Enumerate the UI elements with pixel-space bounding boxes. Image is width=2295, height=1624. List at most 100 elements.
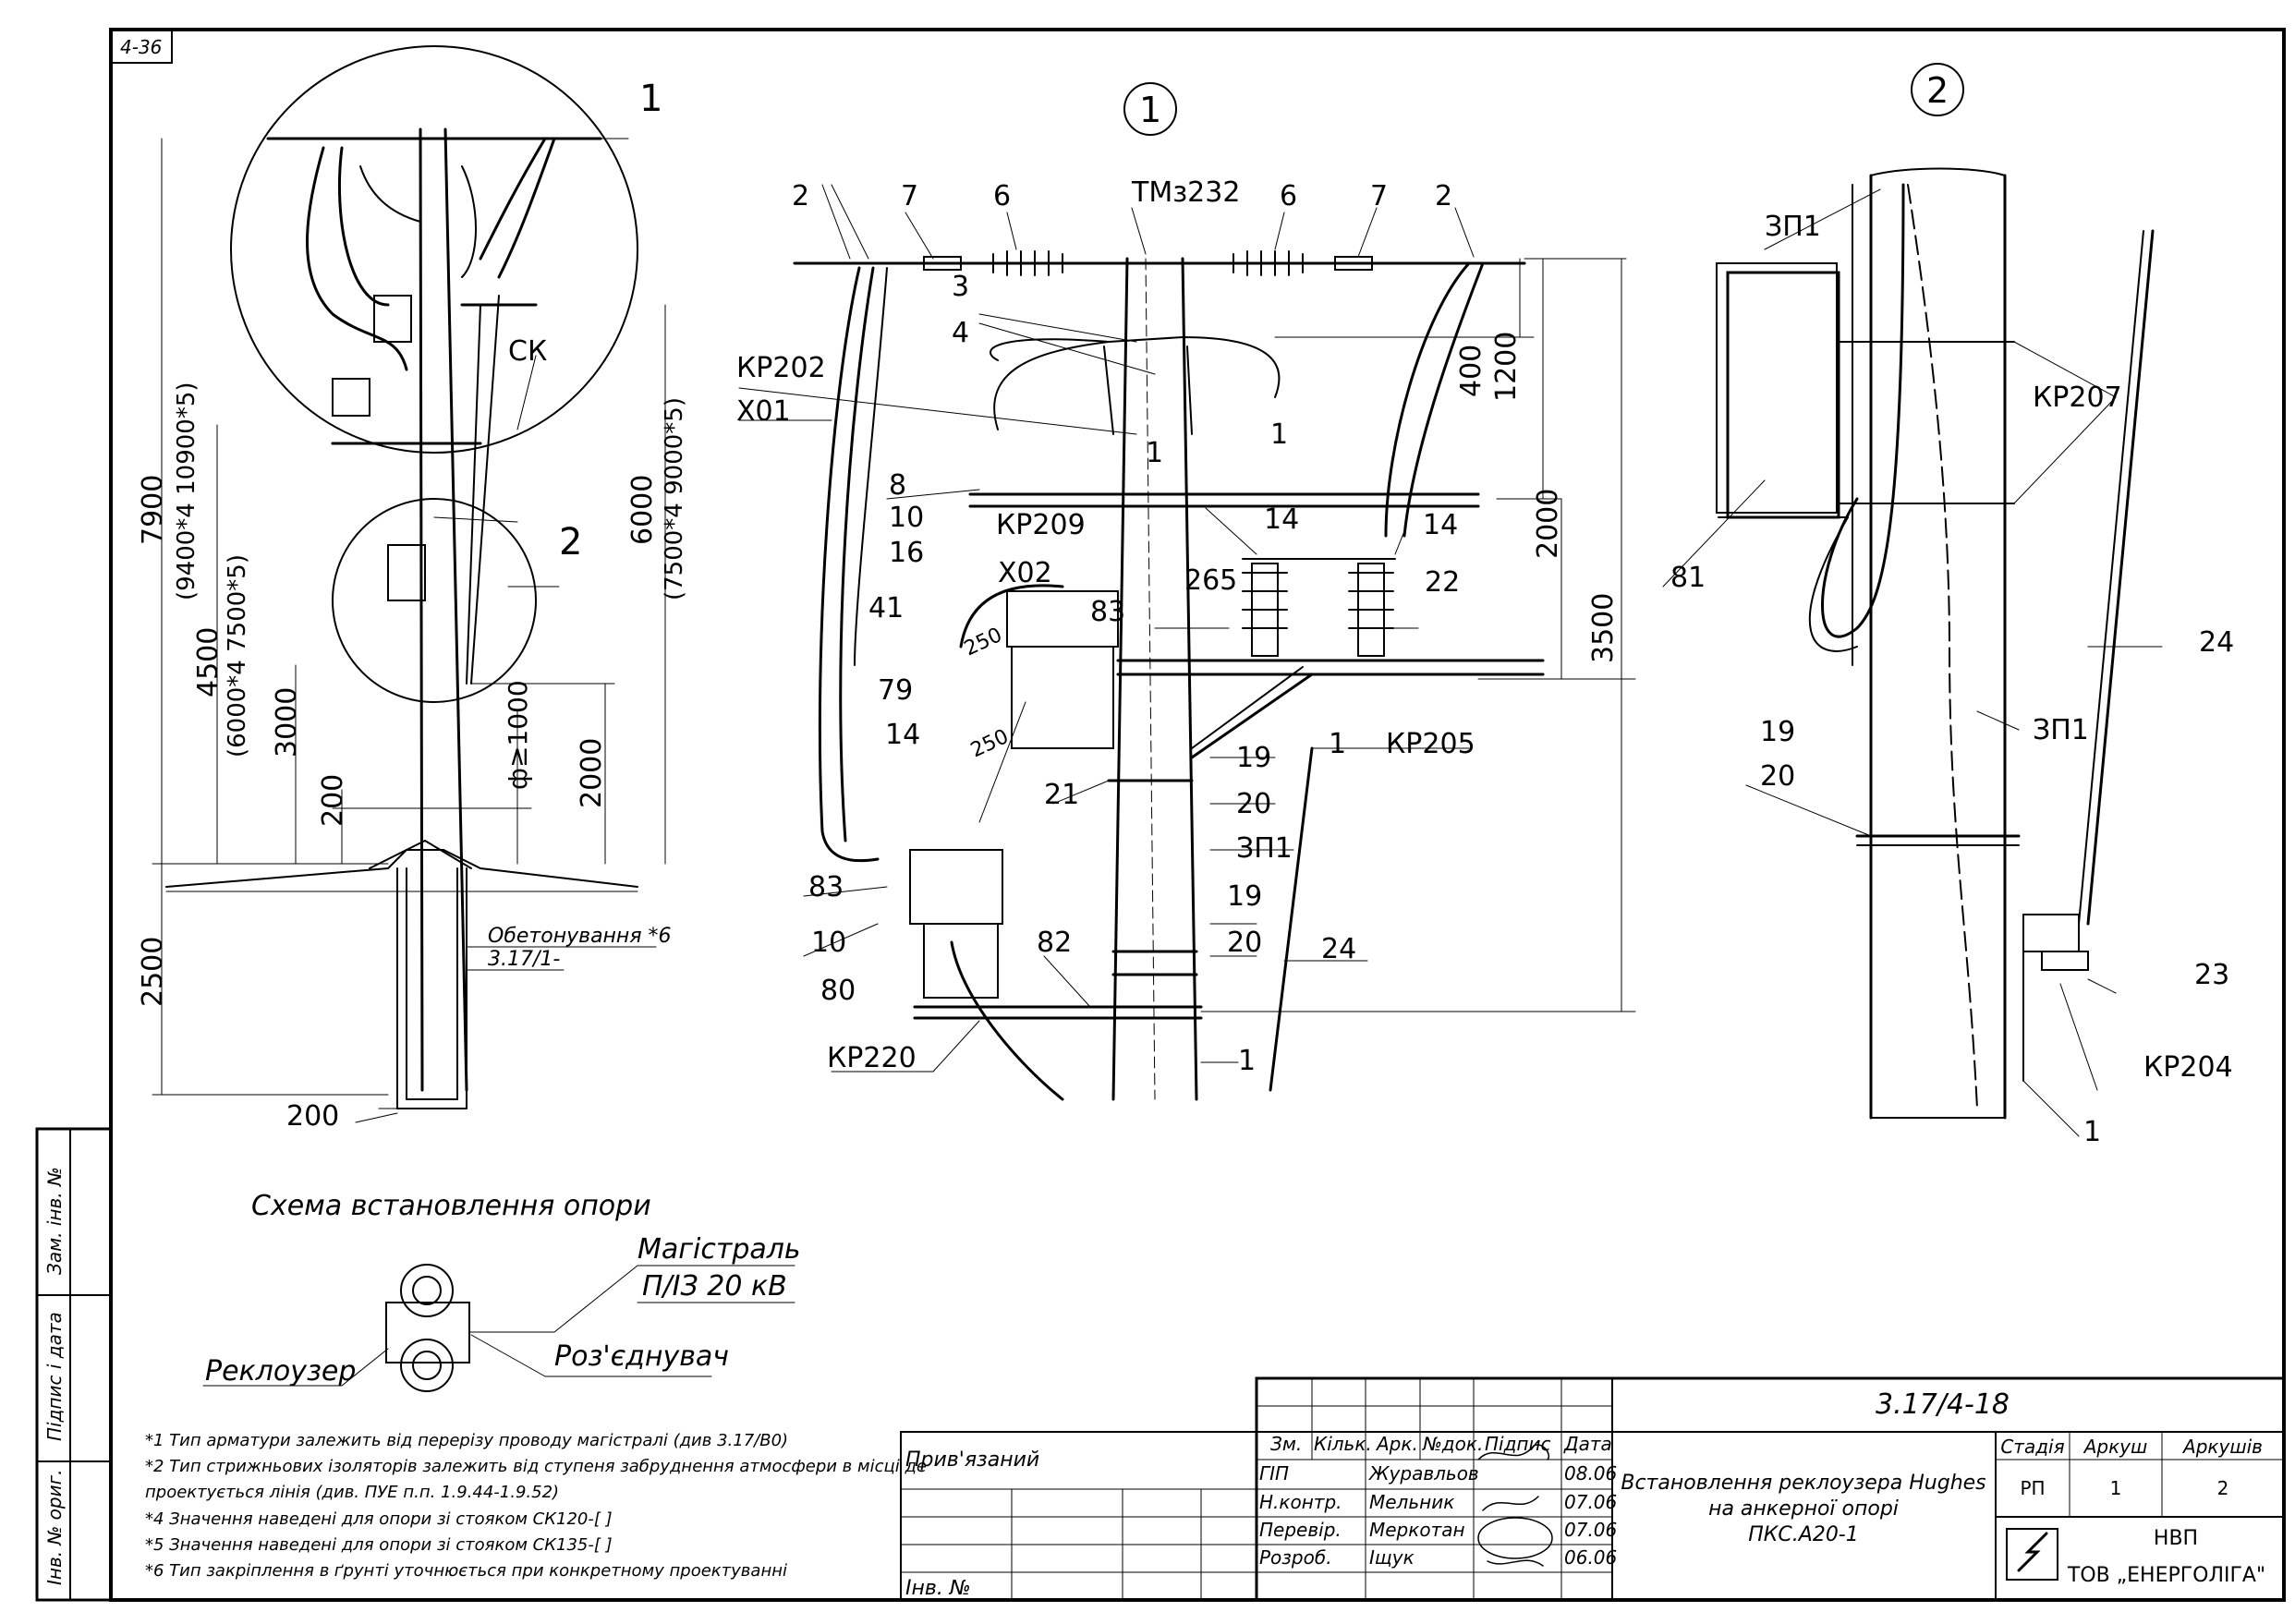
v2-label-23: 23 (2194, 959, 2229, 991)
title-block (1255, 1376, 2286, 1602)
v1-label-79: 79 (878, 674, 913, 707)
note-2b: проектується лінія (див. ПУЕ п.п. 1.9.44… (145, 1483, 559, 1502)
v1-label-14a: 14 (1264, 503, 1299, 536)
tb-date-1: 07.06 (1564, 1491, 1617, 1513)
v1-label-20a: 20 (1236, 788, 1271, 820)
v1-label-3: 3 (952, 271, 969, 303)
v1-label-83b: 83 (808, 871, 844, 903)
tb-org-1: НВП (2154, 1527, 2198, 1550)
left-stamp: Зам. інв. № Підпис і дата Інв. № ориг. (35, 1127, 113, 1602)
tb-sheet-h: Аркуш (2082, 1436, 2148, 1458)
v1-label-4: 4 (952, 317, 969, 349)
notes: *1 Тип арматури залежить від перерізу пр… (145, 1431, 927, 1581)
v2-label-zp1a: ЗП1 (1765, 211, 1821, 243)
dim-200b: 200 (286, 1100, 339, 1133)
dim-2500: 2500 (137, 937, 169, 1007)
scheme-title: Схема встановлення опори (251, 1190, 651, 1222)
v2-label-zp1b: ЗП1 (2033, 714, 2089, 746)
view-2-marker (1911, 63, 1964, 116)
tb-date-0: 08.06 (1564, 1462, 1617, 1485)
v1-label-24: 24 (1321, 933, 1356, 965)
sheet-code-box (110, 29, 173, 64)
view-1-marker (1123, 82, 1177, 136)
v2-label-20: 20 (1760, 760, 1795, 793)
v1-label-1d: 1 (1238, 1045, 1256, 1077)
v1-label-265: 265 (1184, 564, 1237, 597)
signature-4 (1487, 1559, 1544, 1567)
tb-title-3: ПКС.А20-1 (1748, 1523, 1859, 1546)
tb-name-0: Журавльов (1367, 1462, 1479, 1485)
v1-label-250a: 250 (961, 624, 1006, 661)
v1-label-2a: 2 (792, 180, 809, 212)
stamp-signature-date: Підпис і дата (43, 1312, 66, 1441)
sheet-code: 4-36 (120, 36, 162, 58)
v1-label-tm: ТМз232 (1131, 176, 1240, 209)
v1-label-1b: 1 (1270, 418, 1288, 451)
view-2-drawing (1662, 63, 2163, 1137)
tb-h-kilk: Кільк. (1314, 1433, 1372, 1455)
v1-label-82: 82 (1037, 927, 1072, 959)
v1-dim-2000: 2000 (1532, 489, 1564, 559)
scheme-disconnector: Роз'єднувач (554, 1340, 729, 1373)
stamp-orig-inv: Інв. № ориг. (43, 1470, 66, 1585)
dim-7500: (7500*4 9000*5) (661, 397, 688, 600)
tb-h-pidpys: Підпис (1485, 1433, 1551, 1455)
tb-name-1: Мельник (1369, 1491, 1454, 1513)
tb-date-3: 06.06 (1564, 1546, 1617, 1569)
tb-role-3: Розроб. (1259, 1546, 1332, 1569)
note-1: *1 Тип арматури залежить від перерізу пр… (145, 1431, 788, 1450)
pole-elevation (152, 45, 666, 1123)
note-4: *4 Значення наведені для опори зі стояко… (145, 1509, 613, 1529)
v2-label-kr204: КР204 (2143, 1051, 2233, 1084)
v1-label-22: 22 (1425, 566, 1460, 599)
elev-label-ck: СК (508, 335, 547, 368)
tb-name-2: Меркотан (1369, 1519, 1465, 1541)
tb-sheets: 2 (2217, 1477, 2229, 1499)
v2-label-24: 24 (2199, 626, 2234, 659)
v1-label-10a: 10 (889, 502, 924, 534)
dim-3000: 3000 (271, 687, 303, 757)
logo-bolt-icon (2017, 1532, 2048, 1572)
v1-label-kr202: КР202 (736, 352, 826, 384)
v1-title: 1 (1139, 90, 1161, 130)
v1-label-1c: 1 (1329, 728, 1346, 760)
tb-h-ark: Арк. (1375, 1433, 1418, 1455)
v1-label-10b: 10 (811, 927, 846, 959)
tb-sheet: 1 (2110, 1477, 2122, 1499)
detail-circle-1 (230, 45, 638, 454)
bind-inv: Інв. № (905, 1577, 971, 1600)
v1-label-zp1: ЗП1 (1236, 832, 1293, 865)
elev-callout-1: 1 (639, 78, 662, 120)
v1-label-19a: 19 (1236, 742, 1271, 774)
note-2: *2 Тип стрижньових ізоляторів залежить в… (145, 1457, 927, 1476)
v1-label-x02: Х02 (998, 557, 1052, 589)
v1-label-16: 16 (889, 537, 924, 569)
tb-h-zm: Зм. (1270, 1433, 1302, 1455)
installation-scheme (202, 1264, 795, 1392)
v2-label-19: 19 (1760, 716, 1795, 748)
tb-org-2: ТОВ „ЕНЕРГОЛІГА" (2067, 1564, 2265, 1587)
tb-role-2: Перевір. (1259, 1519, 1342, 1541)
v2-label-kr207: КР207 (2033, 382, 2122, 414)
v1-label-14b: 14 (1423, 509, 1458, 541)
v2-label-81: 81 (1670, 562, 1706, 594)
view-1-drawing (738, 82, 1636, 1101)
tb-role-0: ГІП (1259, 1462, 1289, 1485)
note-6: *6 Тип закріплення в ґрунті уточнюється … (145, 1561, 787, 1581)
dim-6000: 6000 (626, 475, 659, 545)
tb-role-1: Н.контр. (1259, 1491, 1342, 1513)
scheme-line-spec: П/ІЗ 20 кВ (642, 1270, 787, 1303)
v1-label-7a: 7 (901, 180, 918, 212)
stamp-zam-inv: Зам. інв. № (43, 1167, 66, 1275)
detail-circle-2 (332, 498, 537, 703)
tb-date-2: 07.06 (1564, 1519, 1617, 1541)
v1-label-250b: 250 (967, 725, 1013, 762)
concrete-label: Обетонування *6 (488, 925, 672, 948)
v1-label-x01: Х01 (736, 395, 791, 428)
tb-code: 3.17/4-18 (1876, 1388, 2010, 1421)
signature-1 (1477, 1444, 1549, 1460)
dim-9400: (9400*4 10900*5) (173, 382, 200, 600)
scheme-main-line: Магістраль (638, 1233, 801, 1266)
signature-2 (1482, 1496, 1539, 1511)
